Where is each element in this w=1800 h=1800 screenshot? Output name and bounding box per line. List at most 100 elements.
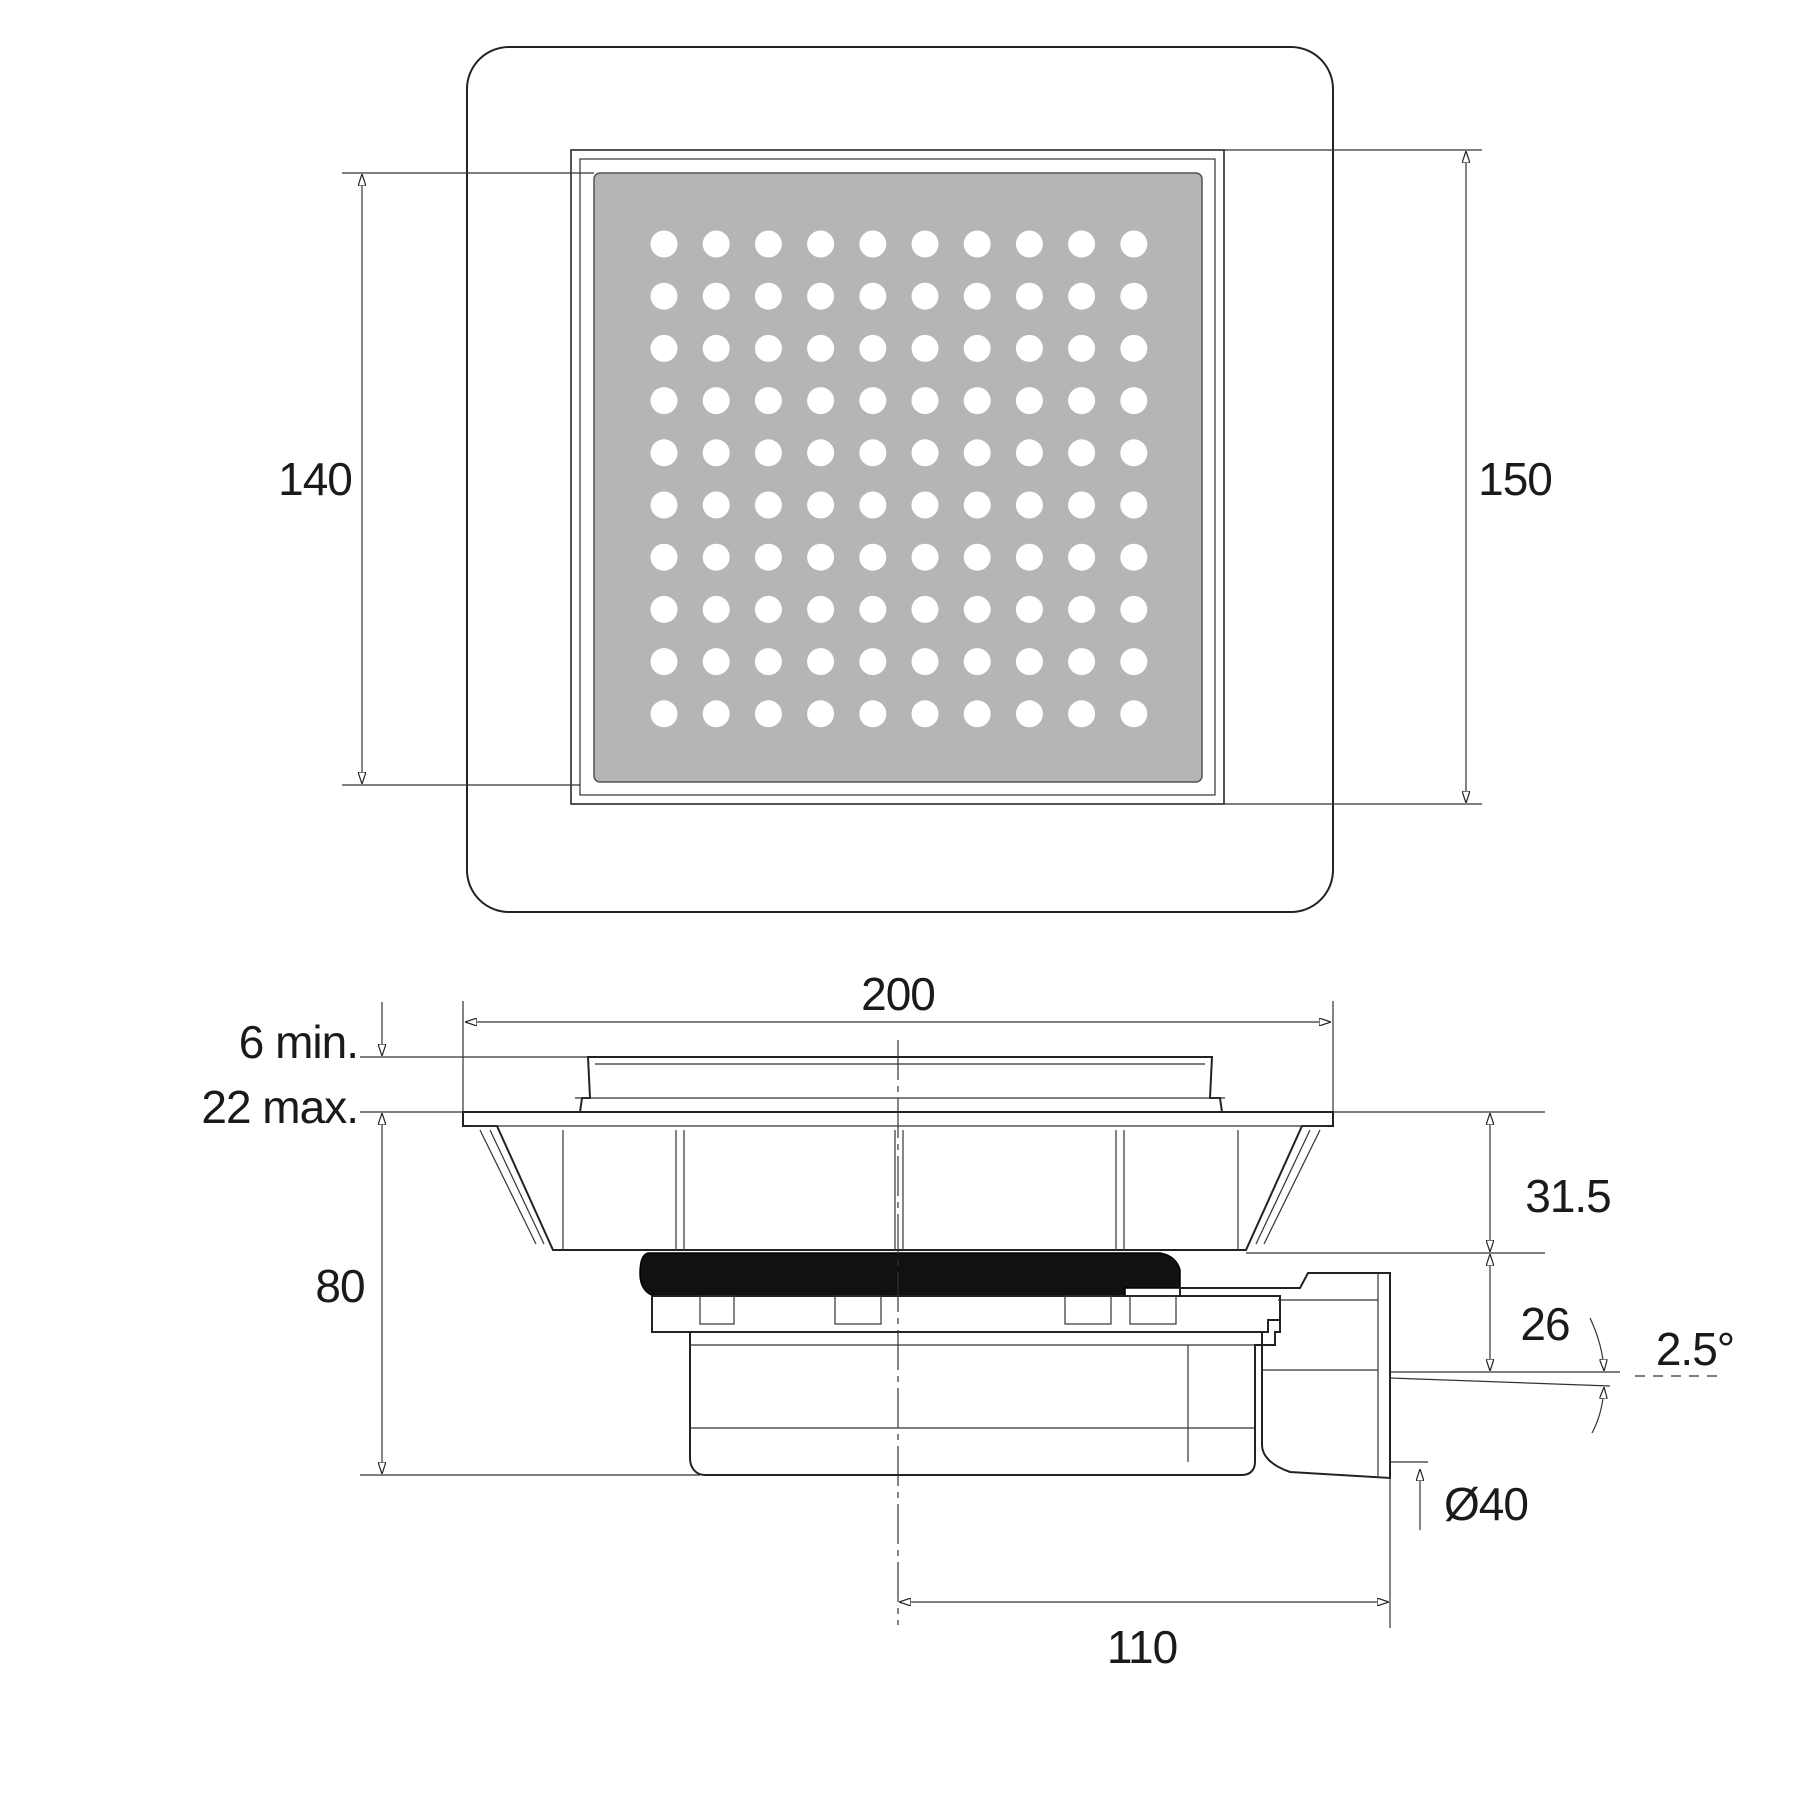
grate-hole — [754, 334, 782, 362]
grate-hole — [702, 439, 730, 467]
grate-hole — [1068, 282, 1096, 310]
grate-hole — [754, 230, 782, 258]
grate-hole — [1120, 387, 1148, 415]
grate-hole — [1120, 700, 1148, 728]
grate-hole — [1120, 648, 1148, 676]
grate-hole — [754, 543, 782, 571]
grate-frame-outer — [570, 149, 1225, 805]
grate-hole — [1068, 595, 1096, 623]
grate-hole — [702, 334, 730, 362]
grate-hole — [1120, 543, 1148, 571]
grate-hole — [1120, 282, 1148, 310]
grate-hole — [650, 439, 678, 467]
grate-hole — [1120, 334, 1148, 362]
grate-hole — [911, 700, 939, 728]
grate-hole — [963, 282, 991, 310]
grate-hole — [807, 282, 835, 310]
grate-hole — [963, 595, 991, 623]
grate-hole — [1120, 230, 1148, 258]
grate-hole — [1120, 439, 1148, 467]
dimension-150: 150 — [1224, 149, 1553, 805]
grate-plate — [593, 172, 1203, 783]
grate-hole — [963, 387, 991, 415]
grate-hole — [1015, 700, 1043, 728]
dimension-22-max: 22 max. — [201, 1081, 463, 1133]
grate-hole — [1015, 230, 1043, 258]
grate-hole — [1120, 595, 1148, 623]
grate-hole — [963, 334, 991, 362]
grate-hole — [1068, 230, 1096, 258]
grate-hole — [807, 700, 835, 728]
dimension-label-6-min: 6 min. — [239, 1016, 358, 1068]
grate-hole — [859, 543, 887, 571]
sealing-ring — [639, 1252, 1181, 1297]
dimension-140: 140 — [278, 172, 594, 786]
grate-hole — [911, 334, 939, 362]
grate-hole — [859, 334, 887, 362]
grate-hole — [1015, 595, 1043, 623]
grate-hole — [650, 595, 678, 623]
grate-hole — [911, 648, 939, 676]
grate-hole — [807, 387, 835, 415]
grate-hole — [963, 230, 991, 258]
dimension-label-200: 200 — [861, 968, 935, 1020]
grate-hole — [650, 334, 678, 362]
dimension-diameter-40: Ø40 — [1390, 1461, 1529, 1530]
grate-hole — [650, 387, 678, 415]
grate-hole — [702, 648, 730, 676]
dimension-label-26: 26 — [1520, 1298, 1569, 1350]
grate-hole — [1015, 648, 1043, 676]
grate-hole — [859, 595, 887, 623]
dimension-label-slope: 2.5° — [1656, 1323, 1734, 1375]
grate-hole — [859, 648, 887, 676]
grate-hole — [807, 439, 835, 467]
grate-hole — [963, 700, 991, 728]
grate-hole — [1068, 543, 1096, 571]
grate-hole — [1015, 387, 1043, 415]
grate-hole — [754, 648, 782, 676]
grate-hole — [859, 700, 887, 728]
grate-hole — [702, 491, 730, 519]
grate-hole — [702, 700, 730, 728]
grate-hole — [859, 439, 887, 467]
grate-hole — [1068, 700, 1096, 728]
grate-hole — [963, 439, 991, 467]
grate-hole — [1068, 334, 1096, 362]
grate-hole — [859, 230, 887, 258]
grate-hole — [650, 491, 678, 519]
grate-hole — [859, 387, 887, 415]
grate-hole — [911, 282, 939, 310]
dimension-label-31-5: 31.5 — [1525, 1170, 1611, 1222]
dimension-label-110: 110 — [1107, 1621, 1177, 1673]
dimension-label-80: 80 — [315, 1260, 364, 1312]
grate-hole — [702, 595, 730, 623]
grate-hole — [650, 282, 678, 310]
grate-hole — [911, 491, 939, 519]
dimension-110: 110 — [900, 1478, 1391, 1673]
grate-hole — [911, 439, 939, 467]
grate-hole — [650, 543, 678, 571]
dimension-26: 26 — [1390, 1255, 1620, 1373]
grate-hole — [807, 230, 835, 258]
grate-hole — [754, 491, 782, 519]
grate-hole — [754, 595, 782, 623]
grate-hole — [1015, 491, 1043, 519]
grate-hole — [650, 700, 678, 728]
grate-hole — [807, 491, 835, 519]
dimension-6-min: 6 min. — [239, 1002, 588, 1068]
section-view: 200 — [201, 968, 1735, 1673]
grate-hole — [1015, 439, 1043, 467]
drain-body — [462, 1040, 1391, 1625]
grate-hole — [807, 648, 835, 676]
dimension-label-22-max: 22 max. — [201, 1081, 358, 1133]
grate-hole — [859, 282, 887, 310]
grate-hole — [702, 543, 730, 571]
grate-hole — [754, 282, 782, 310]
dimension-label-diameter-40: Ø40 — [1444, 1478, 1528, 1530]
grate-hole — [1015, 334, 1043, 362]
dimension-200: 200 — [462, 968, 1334, 1112]
grate-hole — [754, 387, 782, 415]
grate-hole — [1120, 491, 1148, 519]
grate-hole — [1015, 282, 1043, 310]
plan-view: 140 150 — [278, 46, 1553, 913]
